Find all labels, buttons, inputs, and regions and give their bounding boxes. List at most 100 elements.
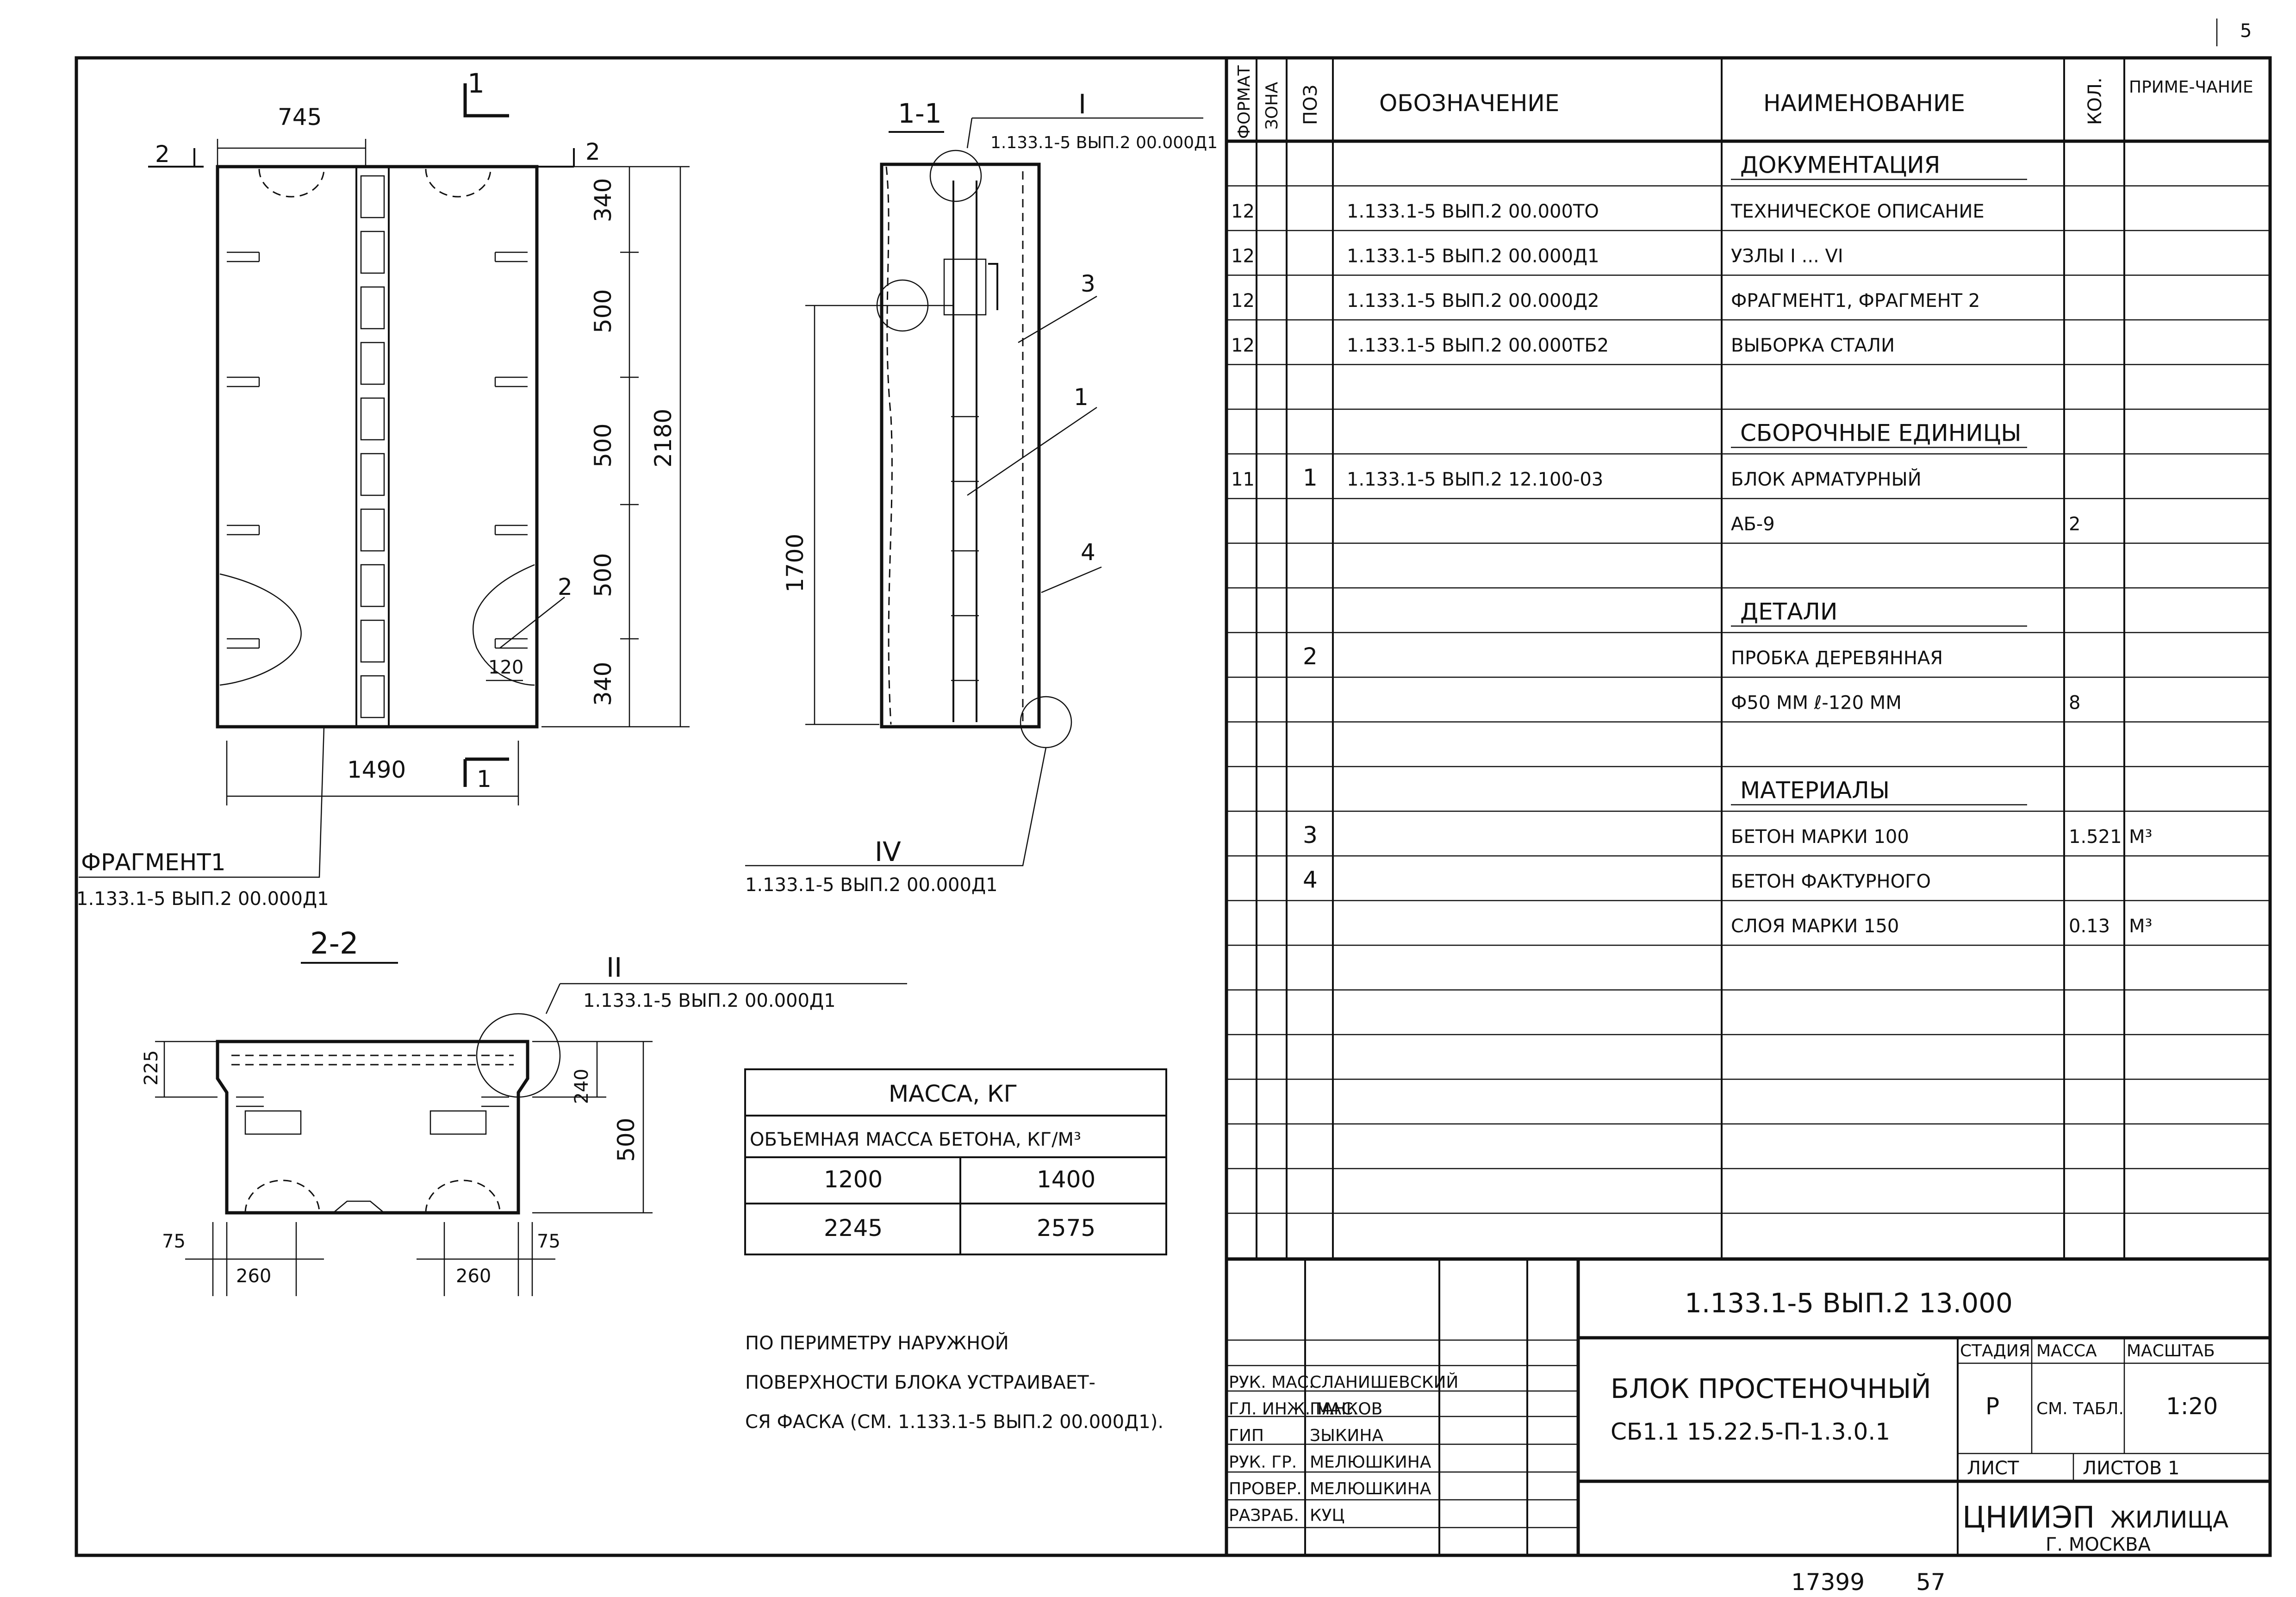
dim-260-right: 260 <box>456 1266 491 1287</box>
signer-name: СЛАНИШЕВСКИЙ <box>1310 1372 1458 1392</box>
dim-340-bottom: 340 <box>590 662 616 706</box>
section-1-mark-top <box>463 83 509 118</box>
dim-2180: 2180 <box>650 409 677 468</box>
node-II-ref: 1.133.1-5 ВЫП.2 00.000Д1 <box>583 990 836 1011</box>
cut-2-label-left: 2 <box>155 141 170 168</box>
spec-section-heading: ДОКУМЕНТАЦИЯ <box>1740 152 1940 179</box>
pos-2-leader <box>499 597 565 649</box>
chamfer-note: ПО ПЕРИМЕТРУ НАРУЖНОЙ ПОВЕРХНОСТИ БЛОКА … <box>745 1332 1164 1433</box>
spec-cell-pos: 3 <box>1303 822 1318 848</box>
note-line-3: СЯ ФАСКА (СМ. 1.133.1-5 ВЫП.2 00.000Д1). <box>745 1411 1164 1433</box>
pos-1-leader <box>967 406 1097 496</box>
spec-cell-format: 12 <box>1231 335 1255 356</box>
section-2-2-insert-left <box>244 1110 302 1135</box>
mass-val-2575: 2575 <box>1037 1215 1095 1241</box>
signer-name: МЕЛЮШКИНА <box>1310 1479 1431 1498</box>
section-1-1-title: 1-1 <box>898 98 942 129</box>
spec-cell-pos: 4 <box>1303 867 1318 893</box>
spec-cell-qty: 1.521 <box>2069 826 2122 848</box>
section-1-1-face <box>885 166 893 725</box>
front-view-plugs <box>227 251 528 649</box>
node-I-ref: 1.133.1-5 ВЫП.2 00.000Д1 <box>990 133 1218 152</box>
scale-header: МАСШТАБ <box>2127 1341 2215 1360</box>
signer-name: МЕЛЮШКИНА <box>1310 1453 1431 1472</box>
spec-cell-designation: 1.133.1-5 ВЫП.2 00.000ТО <box>1347 201 1599 222</box>
pos-3-leader <box>1018 295 1097 343</box>
node-II-label: II <box>606 952 622 983</box>
spec-cell-note: М³ <box>2129 826 2153 848</box>
pos-2-label: 2 <box>558 574 572 600</box>
header-name: НАИМЕНОВАНИЕ <box>1763 90 1965 117</box>
dim-260-left: 260 <box>236 1266 271 1287</box>
spec-cell-format: 11 <box>1231 469 1255 490</box>
header-qty: КОЛ. <box>2084 77 2106 125</box>
dim-500-b: 500 <box>590 424 616 468</box>
section-1-label-top: 1 <box>467 68 485 99</box>
pos-3-label: 3 <box>1081 270 1095 297</box>
front-view-lifting-hole-left <box>258 168 325 198</box>
dim-500-c: 500 <box>590 553 616 597</box>
mass-col-1400: 1400 <box>1037 1166 1095 1193</box>
dim-745: 745 <box>278 104 322 131</box>
fragment-1-callout: ФРАГМЕНТ1 1.133.1-5 ВЫП.2 00.000Д1 <box>76 726 329 910</box>
dim-340-top: 340 <box>590 178 616 222</box>
section-2-2-outline <box>216 1040 529 1215</box>
org-sub: ЖИЛИЩА <box>2110 1506 2228 1533</box>
node-IV-label: IV <box>875 836 901 867</box>
section-2-2: 2-2 II 1.133.1-5 ВЫП.2 00.000Д1 225 240 … <box>141 927 907 1296</box>
fragment-1-ref: 1.133.1-5 ВЫП.2 00.000Д1 <box>76 888 329 910</box>
spec-cell-name: БЛОК АРМАТУРНЫЙ <box>1731 468 1922 490</box>
header-format: ФОРМАТ <box>1235 65 1254 139</box>
spec-cell-designation: 1.133.1-5 ВЫП.2 00.000Д1 <box>1347 246 1599 267</box>
spec-cell-note: М³ <box>2129 916 2153 937</box>
spec-cell-qty: 0.13 <box>2069 916 2110 937</box>
header-pos: ПОЗ <box>1300 85 1321 125</box>
dim-240: 240 <box>571 1069 592 1104</box>
spec-cell-name: БЕТОН МАРКИ 100 <box>1731 826 1909 848</box>
signer-role: РУК. МАС. <box>1229 1373 1314 1392</box>
mass-value: СМ. ТАБЛ. <box>2036 1399 2124 1418</box>
page-mark: 5 <box>2240 20 2252 42</box>
dim-75-left: 75 <box>162 1231 186 1252</box>
stamp-number: 17399 <box>1791 1569 1865 1596</box>
mass-table-title: МАССА, КГ <box>889 1080 1018 1107</box>
spec-cell-pos: 2 <box>1303 643 1318 670</box>
spec-cell-name: УЗЛЫ I ... VI <box>1731 246 1843 267</box>
section-1-1-outline <box>880 162 1041 729</box>
spec-cell-qty: 2 <box>2069 514 2080 535</box>
section-1-mark-bottom <box>463 757 509 787</box>
header-note: ПРИМЕ-ЧАНИЕ <box>2129 78 2253 97</box>
spec-cell-name: ВЫБОРКА СТАЛИ <box>1731 335 1895 356</box>
section-1-label-bottom: 1 <box>477 766 492 792</box>
mass-val-2245: 2245 <box>824 1215 883 1241</box>
section-1-1-insert <box>943 258 987 316</box>
pos-4-leader <box>1041 566 1102 593</box>
front-view-breakout-left <box>219 573 302 686</box>
mass-table: МАССА, КГ ОБЪЕМНАЯ МАССА БЕТОНА, КГ/М³ 1… <box>744 1068 1167 1255</box>
spec-table: ФОРМАТ ЗОНА ПОЗ ОБОЗНАЧЕНИЕ НАИМЕНОВАНИЕ… <box>1225 58 2270 1555</box>
drawing-name-2: СБ1.1 15.22.5-П-1.3.0.1 <box>1611 1418 1890 1445</box>
dim-120: 120 <box>488 657 523 678</box>
spec-cell-name: БЕТОН ФАКТУРНОГО <box>1731 871 1931 892</box>
spec-section-heading: ДЕТАЛИ <box>1740 599 1837 625</box>
pos-1-label: 1 <box>1074 384 1089 411</box>
title-block: 1.133.1-5 ВЫП.2 13.000 БЛОК ПРОСТЕНОЧНЫЙ… <box>1226 1257 2270 1555</box>
stage-header: СТАДИЯ <box>1960 1341 2030 1360</box>
drawing-code: 1.133.1-5 ВЫП.2 13.000 <box>1685 1287 2013 1319</box>
dim-1490: 1490 <box>347 756 406 783</box>
front-view-lifting-hole-right <box>425 168 492 198</box>
front-view-rebar <box>360 175 385 718</box>
spec-section-heading: СБОРОЧНЫЕ ЕДИНИЦЫ <box>1740 420 2022 447</box>
signer-name: ЗЫКИНА <box>1310 1426 1383 1445</box>
node-IV-circle <box>1020 696 1072 749</box>
sheets-header: ЛИСТОВ 1 <box>2083 1458 2179 1479</box>
org-name: ЦНИИЭП <box>1962 1501 2095 1535</box>
spec-cell-name: ФРАГМЕНТ1, ФРАГМЕНТ 2 <box>1731 290 1980 312</box>
node-I-circle <box>929 150 982 202</box>
signer-role: ПРОВЕР. <box>1229 1479 1302 1498</box>
spec-cell-name: СЛОЯ МАРКИ 150 <box>1731 916 1899 937</box>
signer-name: КУЦ <box>1310 1506 1344 1525</box>
section-2-2-hole-right <box>425 1179 501 1213</box>
spec-cell-format: 12 <box>1231 246 1255 267</box>
drawing-name-1: БЛОК ПРОСТЕНОЧНЫЙ <box>1611 1372 1931 1404</box>
